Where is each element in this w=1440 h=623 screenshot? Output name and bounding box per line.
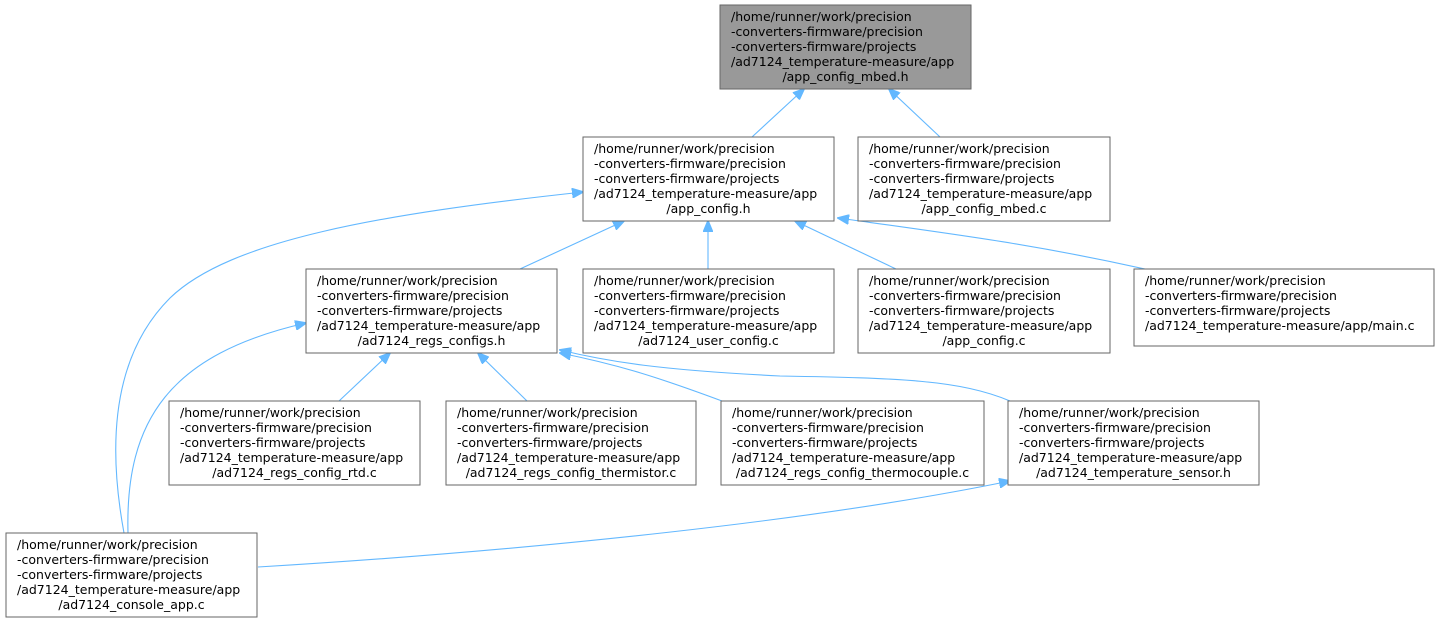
node-label-line: -converters-firmware/projects bbox=[594, 171, 779, 186]
node-app-config-mbed-h: /home/runner/work/precision-converters-f… bbox=[719, 4, 972, 90]
node-main-c[interactable]: /home/runner/work/precision-converters-f… bbox=[1133, 268, 1435, 347]
node-label-line: /ad7124_regs_config_thermocouple.c bbox=[736, 465, 969, 480]
node-label-line: /ad7124_user_config.c bbox=[638, 333, 779, 348]
node-label-line: -converters-firmware/precision bbox=[457, 420, 649, 435]
node-label-line: /home/runner/work/precision bbox=[869, 141, 1050, 156]
node-label-line: /ad7124_temperature-measure/app bbox=[457, 450, 680, 465]
node-label-line: /ad7124_console_app.c bbox=[58, 597, 204, 612]
node-label-line: /ad7124_temperature-measure/app bbox=[594, 318, 817, 333]
node-ad7124-regs-config-rtd-c[interactable]: /home/runner/work/precision-converters-f… bbox=[168, 400, 421, 486]
edge-ad7124_regs_configs_h-to-app_config_h bbox=[519, 221, 624, 270]
node-label-line: /app_config.h bbox=[666, 201, 750, 216]
node-label-line: -converters-firmware/projects bbox=[732, 435, 917, 450]
node-box bbox=[1007, 400, 1260, 486]
node-ad7124-user-config-c[interactable]: /home/runner/work/precision-converters-f… bbox=[582, 268, 835, 354]
edge-app_config_mbed_c-to-app_config_mbed_h bbox=[889, 89, 941, 138]
node-ad7124-regs-config-thermistor-c[interactable]: /home/runner/work/precision-converters-f… bbox=[445, 400, 697, 486]
node-label-line: /home/runner/work/precision bbox=[869, 273, 1050, 288]
node-label-line: /app_config_mbed.h bbox=[782, 69, 908, 84]
node-label-line: -converters-firmware/precision bbox=[869, 156, 1061, 171]
node-label-line: /ad7124_regs_config_thermistor.c bbox=[466, 465, 677, 480]
node-label-line: /home/runner/work/precision bbox=[17, 537, 198, 552]
edge-ad7124_console_app_c-to-ad7124_temperature_sensor_h bbox=[257, 481, 1010, 568]
node-label-line: /app_config.c bbox=[942, 333, 1025, 348]
node-label-line: -converters-firmware/precision bbox=[17, 552, 209, 567]
node-app-config-h[interactable]: /home/runner/work/precision-converters-f… bbox=[582, 136, 835, 222]
node-label-line: /ad7124_temperature_sensor.h bbox=[1036, 465, 1231, 480]
node-ad7124-regs-configs-h[interactable]: /home/runner/work/precision-converters-f… bbox=[305, 268, 558, 354]
node-box bbox=[305, 268, 558, 354]
node-label-line: -converters-firmware/precision bbox=[731, 24, 923, 39]
node-label-line: /home/runner/work/precision bbox=[732, 405, 913, 420]
node-box bbox=[857, 136, 1111, 222]
node-box bbox=[582, 136, 835, 222]
node-label-line: -converters-firmware/projects bbox=[457, 435, 642, 450]
edge-ad7124_temperature_sensor_h-to-ad7124_regs_configs_h bbox=[560, 350, 1011, 402]
node-label-line: /ad7124_regs_configs.h bbox=[358, 333, 506, 348]
node-label-line: /ad7124_temperature-measure/app bbox=[317, 318, 540, 333]
node-label-line: -converters-firmware/precision bbox=[1145, 288, 1337, 303]
node-box bbox=[720, 400, 985, 486]
node-label-line: /ad7124_temperature-measure/app bbox=[869, 186, 1092, 201]
node-label-line: /ad7124_temperature-measure/app bbox=[180, 450, 403, 465]
node-box bbox=[719, 4, 972, 90]
node-label-line: /home/runner/work/precision bbox=[457, 405, 638, 420]
node-label-line: -converters-firmware/precision bbox=[180, 420, 372, 435]
node-label-line: /home/runner/work/precision bbox=[1019, 405, 1200, 420]
node-label-line: -converters-firmware/projects bbox=[731, 39, 916, 54]
node-box bbox=[857, 268, 1111, 354]
node-label-line: /home/runner/work/precision bbox=[1145, 273, 1326, 288]
node-app-config-mbed-c[interactable]: /home/runner/work/precision-converters-f… bbox=[857, 136, 1111, 222]
node-label-line: /home/runner/work/precision bbox=[594, 273, 775, 288]
edge-main_c-to-app_config_h bbox=[838, 218, 1159, 273]
edge-app_config_c-to-app_config_h bbox=[795, 221, 897, 270]
node-label-line: /ad7124_temperature-measure/app bbox=[594, 186, 817, 201]
node-label-line: /home/runner/work/precision bbox=[731, 9, 912, 24]
node-label-line: -converters-firmware/precision bbox=[317, 288, 509, 303]
node-label-line: /ad7124_temperature-measure/app bbox=[731, 54, 954, 69]
node-ad7124-temperature-sensor-h[interactable]: /home/runner/work/precision-converters-f… bbox=[1007, 400, 1260, 486]
node-label-line: /ad7124_temperature-measure/app bbox=[17, 582, 240, 597]
node-label-line: /ad7124_temperature-measure/app bbox=[732, 450, 955, 465]
node-label-line: /ad7124_regs_config_rtd.c bbox=[212, 465, 377, 480]
node-label-line: /ad7124_temperature-measure/app bbox=[869, 318, 1092, 333]
edge-app_config_h-to-app_config_mbed_h bbox=[751, 89, 804, 138]
node-box bbox=[168, 400, 421, 486]
node-box bbox=[445, 400, 697, 486]
node-label-line: -converters-firmware/projects bbox=[869, 303, 1054, 318]
node-ad7124-regs-config-thermocouple-c[interactable]: /home/runner/work/precision-converters-f… bbox=[720, 400, 985, 486]
node-label-line: -converters-firmware/projects bbox=[1019, 435, 1204, 450]
node-label-line: -converters-firmware/precision bbox=[869, 288, 1061, 303]
node-box bbox=[1133, 268, 1435, 347]
node-label-line: -converters-firmware/projects bbox=[180, 435, 365, 450]
node-label-line: -converters-firmware/projects bbox=[17, 567, 202, 582]
node-box bbox=[5, 532, 258, 618]
node-label-line: /ad7124_temperature-measure/app bbox=[1019, 450, 1242, 465]
edge-ad7124_regs_config_thermistor_c-to-ad7124_regs_configs_h bbox=[478, 353, 528, 402]
edge-ad7124_regs_config_thermocouple_c-to-ad7124_regs_configs_h bbox=[560, 353, 723, 402]
edge-ad7124_console_app_c-to-ad7124_regs_configs_h bbox=[127, 323, 306, 534]
node-label-line: /home/runner/work/precision bbox=[317, 273, 498, 288]
node-label-line: -converters-firmware/precision bbox=[594, 156, 786, 171]
node-label-line: -converters-firmware/projects bbox=[869, 171, 1054, 186]
nodes-layer: /home/runner/work/precision-converters-f… bbox=[5, 4, 1435, 618]
edge-ad7124_console_app_c-to-app_config_h bbox=[115, 192, 583, 534]
node-label-line: /home/runner/work/precision bbox=[594, 141, 775, 156]
node-label-line: -converters-firmware/precision bbox=[1019, 420, 1211, 435]
edge-ad7124_regs_config_rtd_c-to-ad7124_regs_configs_h bbox=[338, 353, 390, 402]
node-label-line: /ad7124_temperature-measure/app/main.c bbox=[1145, 318, 1415, 333]
node-label-line: /app_config_mbed.c bbox=[921, 201, 1046, 216]
node-app-config-c[interactable]: /home/runner/work/precision-converters-f… bbox=[857, 268, 1111, 354]
node-label-line: -converters-firmware/precision bbox=[594, 288, 786, 303]
edges-layer bbox=[115, 89, 1159, 568]
node-label-line: /home/runner/work/precision bbox=[180, 405, 361, 420]
node-label-line: -converters-firmware/projects bbox=[594, 303, 779, 318]
node-label-line: -converters-firmware/precision bbox=[732, 420, 924, 435]
node-label-line: -converters-firmware/projects bbox=[317, 303, 502, 318]
node-label-line: -converters-firmware/projects bbox=[1145, 303, 1330, 318]
node-ad7124-console-app-c[interactable]: /home/runner/work/precision-converters-f… bbox=[5, 532, 258, 618]
node-box bbox=[582, 268, 835, 354]
